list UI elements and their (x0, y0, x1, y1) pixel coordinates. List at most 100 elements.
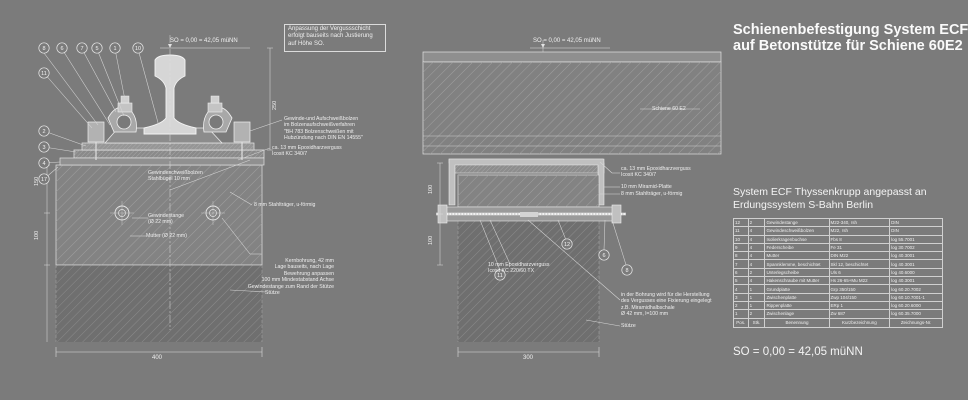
parts-cell: ERp 1 (828, 300, 891, 311)
parts-cell: 1 (733, 309, 749, 319)
drawing-title-line1: Schienenbefestigung System ECF (733, 22, 968, 38)
parts-cell: 4 (747, 226, 766, 236)
right-note-plate: 10 mm Miramid-Platte (621, 184, 672, 190)
parts-cell: Hs 26-65+Mu M22 (828, 276, 891, 286)
parts-cell: 7 (733, 259, 749, 269)
position-bubble (91, 42, 103, 54)
left-dim-top: 250 (272, 100, 278, 110)
drawing-subtitle-line1: System ECF Thyssenkrupp angepasst an (733, 186, 927, 198)
note-line: erfolgt bauseits nach Justierung (288, 33, 373, 40)
parts-cell: 9 (733, 242, 749, 253)
parts-cell: 6 (733, 267, 749, 278)
position-bubble (76, 42, 88, 54)
parts-cell: 2 (733, 300, 749, 311)
left-bolt-right (233, 121, 251, 143)
position-bubble (494, 269, 506, 281)
position-bubble (38, 157, 50, 169)
position-bubble (621, 264, 633, 276)
position-bubble-label: 6 (602, 253, 605, 259)
left-grout-layer (59, 157, 265, 166)
parts-header-cell: Kurzbezeichnung (828, 317, 891, 328)
left-note-nut: Mutter (Ø 22 mm) (146, 233, 187, 239)
left-dim-h2: 100 (34, 230, 40, 240)
parts-cell: 4 (747, 259, 766, 269)
right-note-bracket: 8 mm Stahlträger, u-förmig (621, 191, 683, 197)
parts-cell: Fbs 8 (828, 234, 891, 244)
position-bubble (38, 173, 50, 185)
parts-cell: 1 (747, 292, 766, 302)
position-bubble (38, 67, 50, 79)
note-line: auf Höhe SO. (288, 40, 325, 47)
right-note-grout: ca. 13 mm Epoxidharzverguss Icosit KC 34… (621, 166, 691, 179)
parts-cell: Rippenplatte (764, 300, 830, 311)
left-note-grout: ca. 13 mm Epoxidharzverguss Icosit KC 34… (272, 145, 342, 158)
parts-cell: DIN (889, 217, 943, 228)
position-bubble-label: 8 (42, 46, 45, 52)
position-bubble-label: 3 (42, 145, 45, 151)
parts-cell: 4 (733, 284, 749, 294)
parts-cell: Grp 350/150 (828, 284, 891, 294)
left-bolt-left (87, 121, 105, 143)
position-bubble (109, 42, 121, 54)
right-leader-lines (479, 108, 700, 327)
left-note-column: Stütze (265, 290, 280, 296)
left-note-hatch: Gewindeschweißbolzen Stahlbügel 10 mm (148, 170, 203, 183)
left-note-bolt: Gewinde-und Aufschweißbolzen im Bolzenau… (284, 116, 363, 142)
parts-cell: log 40.3001 (889, 259, 943, 269)
position-bubble-label: 2 (42, 129, 45, 135)
parts-cell: log 60.20.6000 (889, 300, 943, 311)
parts-cell: Skl 12, beschichtet (828, 259, 891, 269)
parts-cell: 2 (747, 217, 766, 228)
left-section-view (43, 35, 283, 357)
left-note-core: Kernbohrung, 42 mm Lage bauseits, nach L… (247, 258, 334, 290)
left-note-bracket: 8 mm Stahlträger, u-förmig (254, 202, 316, 208)
left-note-anchor: Gewindestange (Ø 22 mm) (148, 213, 185, 226)
parts-cell: 5 (733, 276, 749, 286)
right-note-drill: in der Bohrung wird für die Herstellung … (621, 292, 712, 318)
parts-cell: log 60.10.7001-1 (889, 292, 943, 302)
parts-header-cell: Stk. (747, 317, 766, 328)
position-bubble (132, 42, 144, 54)
parts-cell: 2 (747, 267, 766, 278)
left-dim-h1: 150 (34, 176, 40, 186)
parts-cell: Federscheibe (764, 242, 830, 253)
position-bubble (598, 249, 610, 261)
left-leader-lines (43, 48, 283, 293)
parts-cell: 1 (747, 284, 766, 294)
drawing-title-line2: auf Betonstütze für Schiene 60E2 (733, 38, 963, 54)
parts-cell: 4 (747, 234, 766, 244)
right-dim-h2: 100 (428, 235, 434, 245)
parts-cell: 2 (747, 309, 766, 319)
right-level-label: SO = 0,00 = 42,05 müNN (533, 38, 601, 44)
parts-cell: Unterlegscheibe (764, 267, 830, 278)
parts-header-cell: Zeichnungs-Nr. (889, 317, 943, 328)
right-note-rail: Schiene 60 E2 (652, 106, 686, 112)
position-bubble-label: 4 (42, 161, 45, 167)
parts-cell: Grundplatte (764, 284, 830, 294)
parts-cell: 11 (733, 226, 749, 236)
position-bubble (38, 42, 50, 54)
right-note-grout2: 10 mm Epoxidharzverguss Icosit KC 220/60… (488, 262, 550, 275)
parts-cell: 4 (747, 251, 766, 261)
parts-header-cell: Benennung (764, 317, 830, 328)
parts-cell: 12 (733, 217, 749, 228)
parts-cell: log 40.3001 (889, 251, 943, 261)
parts-cell: log 60.35.7000 (889, 309, 943, 319)
left-width-text: 400 (152, 355, 163, 361)
parts-cell: log 40.3001 (889, 276, 943, 286)
position-bubble-label: 17 (41, 177, 47, 183)
position-bubble-label: 7 (80, 46, 83, 52)
right-nut-right (611, 204, 622, 224)
parts-cell: Zwp 104/150 (828, 292, 891, 302)
